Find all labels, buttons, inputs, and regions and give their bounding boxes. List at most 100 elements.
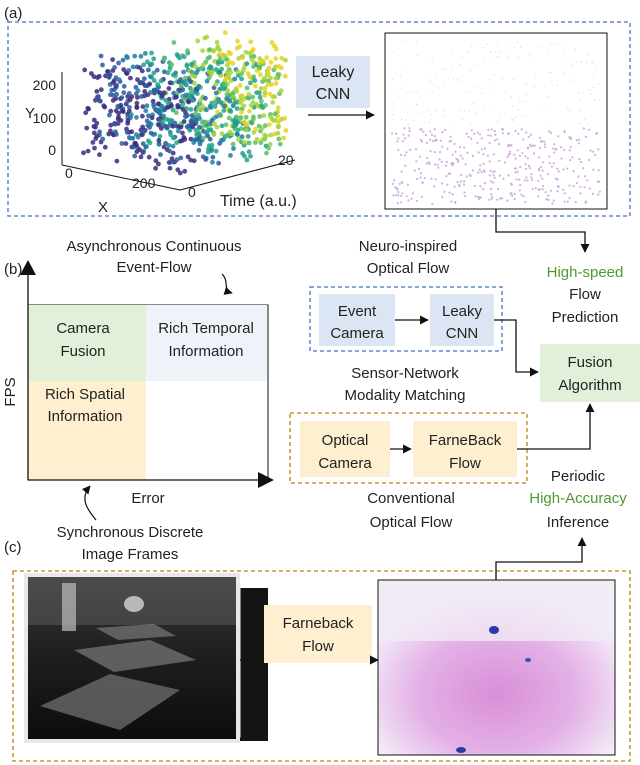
- flow-texture-dot: [577, 175, 580, 178]
- scatter-point: [114, 132, 119, 137]
- flow-texture-dot: [500, 197, 504, 200]
- flow-texture-dot: [393, 179, 396, 182]
- event-scatter-plot: 200 100 0 Y 0 200 X 0 20 Time (a.u.): [25, 30, 297, 216]
- scatter-point: [258, 86, 264, 91]
- flow-texture-dot: [551, 202, 554, 205]
- flow-texture-dot: [423, 177, 426, 180]
- flow-texture-dot: [486, 154, 489, 157]
- flow-texture-dot: [455, 157, 458, 160]
- scatter-point: [216, 97, 222, 102]
- flow-texture-dot: [421, 181, 424, 184]
- camera-image-object: [124, 596, 144, 612]
- flow-texture-dot: [554, 147, 558, 150]
- flow-texture-dot: [501, 132, 504, 135]
- flow-texture-dot: [537, 46, 540, 48]
- scatter-point: [163, 140, 169, 146]
- scatter-point: [238, 100, 244, 105]
- scatter-point: [138, 154, 144, 160]
- scatter-point: [135, 88, 141, 94]
- flow-texture-dot: [465, 175, 468, 178]
- scatter-point: [231, 146, 236, 151]
- scatter-point: [240, 93, 245, 99]
- scatter-point: [254, 90, 260, 96]
- flow-texture-dot: [435, 108, 437, 110]
- flow-texture-dot: [563, 131, 566, 134]
- scatter-point: [256, 60, 262, 66]
- scatter-point: [262, 132, 267, 138]
- scatter-point: [213, 148, 219, 154]
- flow-texture-dot: [470, 137, 473, 140]
- flow-texture-dot: [513, 198, 516, 201]
- scatter-point: [216, 52, 222, 58]
- flow-texture-dot: [560, 63, 563, 65]
- flow-texture-dot: [480, 148, 483, 151]
- flow-texture-dot: [487, 134, 490, 137]
- flow-texture-dot: [403, 154, 407, 157]
- flow-texture-dot: [460, 173, 463, 176]
- scatter-point: [200, 48, 206, 54]
- flow-texture-dot: [410, 197, 413, 200]
- scatter-point: [151, 88, 157, 93]
- scatter-point: [226, 59, 232, 65]
- scatter-point: [193, 64, 198, 69]
- scatter-point: [258, 72, 263, 78]
- flow-texture-dot: [415, 103, 417, 106]
- scatter-point: [205, 149, 211, 155]
- rich-temporal-line1: Rich Temporal: [158, 320, 254, 337]
- flow-texture-dot: [466, 151, 469, 154]
- flow-texture-dot: [523, 101, 525, 103]
- flow-texture-dot: [470, 129, 473, 132]
- scatter-point: [116, 110, 121, 116]
- flow-texture-dot: [391, 132, 394, 135]
- flow-texture-dot: [404, 164, 407, 167]
- scatter-point: [233, 87, 239, 92]
- scatter-point: [204, 107, 209, 113]
- flow-texture-dot: [529, 143, 532, 146]
- flow-texture-dot: [507, 174, 510, 177]
- scatter-point: [188, 107, 194, 112]
- flow-texture-dot: [511, 119, 514, 122]
- flow-texture-dot: [517, 108, 519, 111]
- scatter-point: [170, 107, 176, 113]
- scatter-point: [243, 49, 249, 55]
- flow-texture-dot: [575, 61, 577, 63]
- flow-texture-dot: [590, 93, 592, 95]
- flow-texture-dot: [493, 170, 496, 173]
- scatter-point: [257, 94, 263, 100]
- scatter-point: [229, 131, 235, 137]
- scatter-point: [283, 127, 289, 133]
- flow-texture-dot: [496, 120, 499, 123]
- plot-time-axis: [179, 159, 296, 191]
- scatter-point: [101, 103, 107, 109]
- flow-texture-dot: [420, 195, 423, 198]
- flow-texture-dot: [583, 175, 587, 178]
- pipeline-leaky-cnn-box: [430, 294, 494, 346]
- flow-texture-dot: [414, 148, 418, 151]
- flow-texture-dot: [451, 153, 454, 156]
- flow-texture-dot: [564, 47, 567, 49]
- scatter-point: [204, 122, 210, 128]
- flow-texture-dot: [457, 160, 460, 163]
- flow-texture-dot: [574, 201, 577, 204]
- scatter-point: [254, 137, 260, 142]
- flow-texture-dot: [453, 185, 456, 188]
- flow-texture-dot: [450, 52, 453, 54]
- scatter-point: [114, 82, 119, 88]
- scatter-point: [148, 90, 153, 95]
- flow-texture-dot: [430, 114, 432, 116]
- scatter-point: [91, 117, 97, 123]
- scatter-point: [177, 88, 183, 94]
- scatter-point: [154, 67, 160, 73]
- scatter-point: [174, 52, 180, 57]
- flow-texture-dot: [488, 198, 491, 201]
- scatter-point: [178, 83, 184, 89]
- flow-texture-dot: [482, 188, 485, 191]
- flow-texture-dot: [548, 155, 551, 158]
- fps-arrow-head: [20, 260, 36, 275]
- flow-texture-dot: [562, 50, 565, 52]
- flow-texture-dot: [568, 149, 571, 152]
- flow-texture-dot: [463, 180, 466, 183]
- rich-spatial-line1: Rich Spatial: [45, 386, 125, 403]
- scatter-point: [221, 108, 227, 113]
- scatter-point: [210, 154, 216, 160]
